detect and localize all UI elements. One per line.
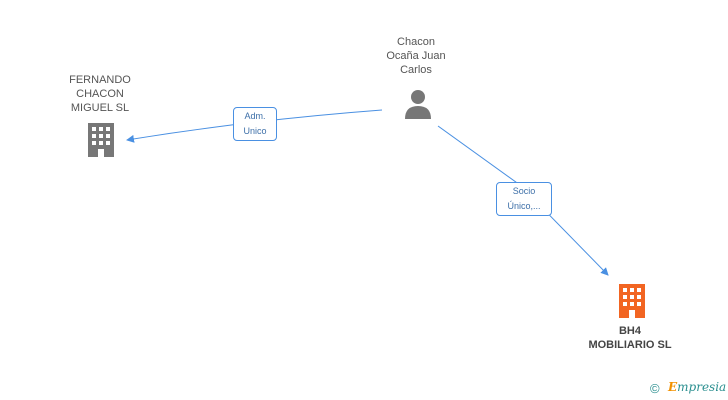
- edge-label-socio-unico[interactable]: Socio Único,...: [496, 182, 552, 216]
- bh4-company-label: BH4 MOBILIARIO SL: [588, 325, 672, 351]
- building-icon-highlighted[interactable]: [617, 284, 647, 318]
- fernando-company-label: FERNANDO CHACON MIGUEL SL: [69, 74, 131, 114]
- edge-label-adm-unico[interactable]: Adm. Unico: [233, 107, 277, 141]
- person-name-label: Chacon Ocaña Juan Carlos: [386, 36, 446, 76]
- building-icon[interactable]: [86, 123, 116, 157]
- person-icon[interactable]: [403, 89, 433, 119]
- copyright-icon: ©: [650, 381, 660, 396]
- empresia-logo: Empresia: [668, 380, 727, 394]
